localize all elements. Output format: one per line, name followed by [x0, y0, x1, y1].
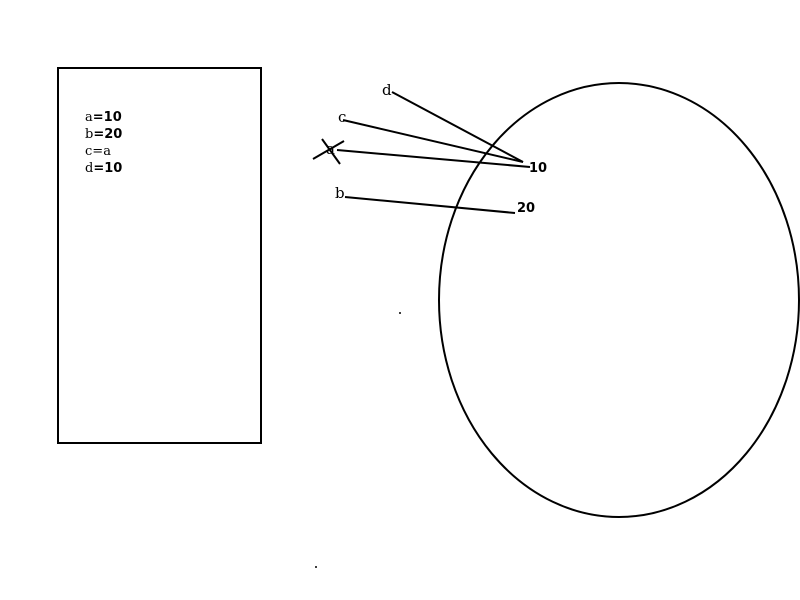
code-lhs: a — [85, 110, 93, 125]
code-rhs: a — [103, 144, 111, 159]
code-lhs: d — [85, 161, 94, 176]
code-box: a=10 b=20 c=a d=10 — [57, 67, 262, 444]
code-rhs: 10 — [103, 110, 122, 125]
cross-out-mark — [321, 138, 341, 165]
code-rhs: 10 — [104, 161, 123, 176]
memory-heap-ellipse — [438, 82, 800, 518]
code-line: d=10 — [85, 161, 123, 176]
reference-arrow-d — [391, 91, 524, 163]
reference-arrow-a — [336, 149, 531, 168]
code-lhs: b — [85, 127, 94, 142]
cross-out-mark — [312, 140, 345, 160]
variable-label-c: c — [338, 108, 346, 126]
value-label-10: 10 — [529, 161, 547, 176]
stray-dot — [315, 566, 317, 568]
stray-dot — [399, 312, 401, 314]
code-rhs: 20 — [104, 127, 123, 142]
code-lines: a=10 b=20 c=a d=10 — [85, 109, 122, 177]
variable-label-b: b — [335, 184, 345, 202]
code-line: c=a — [85, 144, 111, 159]
value-label-20: 20 — [517, 201, 535, 216]
code-line: a=10 — [85, 110, 122, 125]
code-line: b=20 — [85, 127, 123, 142]
reference-arrow-b — [344, 196, 516, 214]
variable-label-d: d — [382, 81, 392, 99]
reference-arrow-c — [342, 119, 524, 163]
code-lhs: c — [85, 144, 93, 159]
